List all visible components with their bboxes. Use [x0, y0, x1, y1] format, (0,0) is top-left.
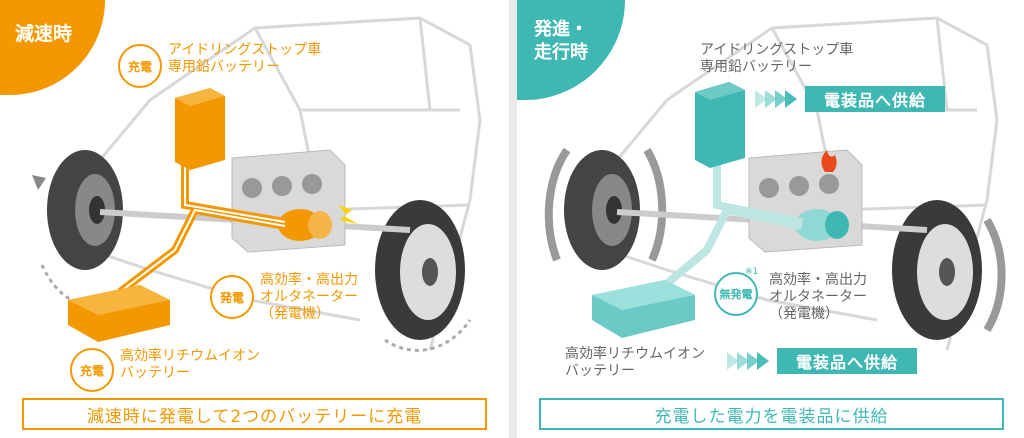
footnote-mark: ※1: [745, 267, 759, 277]
label-lithium-battery-right: 高効率リチウムイオン バッテリー: [565, 346, 705, 379]
corner-label-driving: 発進・ 走行時: [517, 0, 625, 100]
supply-arrows-bottom: [727, 352, 769, 370]
right-illustration: [544, 16, 1006, 351]
rear-wheel-right: [544, 147, 667, 270]
label-alternator-right: 高効率・高出力 オルタネーター （発電機）: [769, 272, 867, 322]
left-panel-deceleration: 減速時 充電 アイドリングストップ車 専用鉛バッテリー 発電 高効率・高出力 オ…: [0, 0, 509, 438]
alternator-right: [795, 209, 849, 241]
right-panel-driving: 発進・ 走行時 アイドリングストップ車 専用鉛バッテリー 電装品へ供給 無発電 …: [517, 0, 1024, 438]
left-illustration: [32, 16, 482, 352]
power-lines-right: [654, 165, 803, 296]
bottom-caption-left: 減速時に発電して2つのバッテリーに充電: [22, 398, 487, 430]
badge-generate: 発電: [210, 275, 254, 319]
label-alternator: 高効率・高出力 オルタネーター （発電機）: [260, 272, 358, 322]
front-wheel: [375, 200, 472, 352]
lead-battery: [175, 88, 225, 170]
badge-no-generation: 無発電: [714, 272, 758, 316]
badge-charge-lead: 充電: [118, 44, 162, 88]
bottom-caption-right: 充電した電力を電装品に供給: [539, 398, 1004, 430]
label-lead-battery: アイドリングストップ車 専用鉛バッテリー: [168, 42, 322, 75]
label-lithium-battery: 高効率リチウムイオン バッテリー: [120, 348, 260, 381]
lithium-ion-battery: [68, 285, 170, 342]
front-wheel-right: [892, 200, 1006, 340]
panel-divider: [509, 0, 517, 438]
alternator: [278, 205, 358, 241]
label-lead-battery-right: アイドリングストップ車 専用鉛バッテリー: [700, 42, 854, 75]
lithium-ion-battery-right: [592, 280, 695, 338]
supply-label-top: 電装品へ供給: [805, 86, 945, 112]
lead-battery-right: [695, 82, 745, 168]
rear-wheel: [32, 150, 132, 307]
badge-charge-lithium: 充電: [70, 348, 114, 392]
supply-arrows-top: [755, 90, 797, 108]
supply-label-bottom: 電装品へ供給: [777, 348, 917, 374]
